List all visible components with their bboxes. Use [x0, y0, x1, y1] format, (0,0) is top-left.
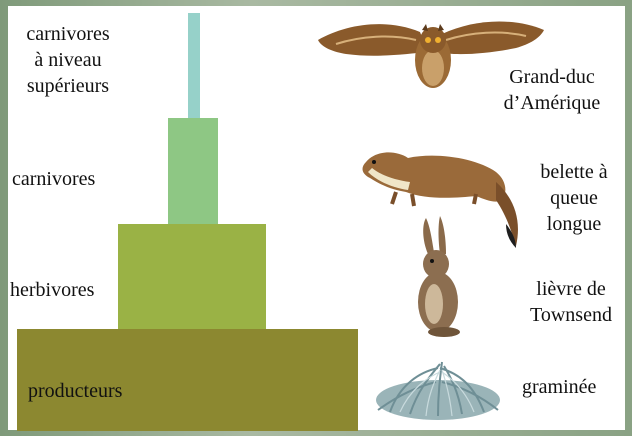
label-hare-line-2: Townsend	[516, 302, 626, 328]
label-top-carnivores-line-1: carnivores	[10, 21, 126, 47]
diagram-panel: carnivores à niveau supérieurs carnivore…	[8, 6, 625, 430]
label-owl-line-2: d’Amérique	[488, 90, 616, 116]
pyramid-tier-carnivores	[168, 118, 218, 231]
label-owl-line-1: Grand-duc	[488, 64, 616, 90]
label-owl: Grand-duc d’Amérique	[488, 64, 616, 116]
label-top-carnivores-line-3: supérieurs	[10, 73, 126, 99]
label-grass: graminée	[522, 374, 596, 400]
pyramid-tier-herbivores	[118, 224, 266, 330]
label-herbivores: herbivores	[10, 277, 94, 303]
grass-icon	[370, 354, 506, 422]
label-top-carnivores-line-2: à niveau	[10, 47, 126, 73]
label-carnivores: carnivores	[12, 166, 95, 192]
label-hare: lièvre de Townsend	[516, 276, 626, 328]
label-weasel: belette à queue longue	[528, 159, 620, 237]
label-hare-line-1: lièvre de	[516, 276, 626, 302]
pyramid-tier-top-carnivores	[188, 13, 200, 119]
label-weasel-line-1: belette à	[528, 159, 620, 185]
label-top-carnivores: carnivores à niveau supérieurs	[10, 21, 126, 99]
label-weasel-line-3: longue	[528, 211, 620, 237]
hare-icon	[408, 214, 464, 340]
label-weasel-line-2: queue	[528, 185, 620, 211]
label-producers: producteurs	[28, 378, 122, 404]
